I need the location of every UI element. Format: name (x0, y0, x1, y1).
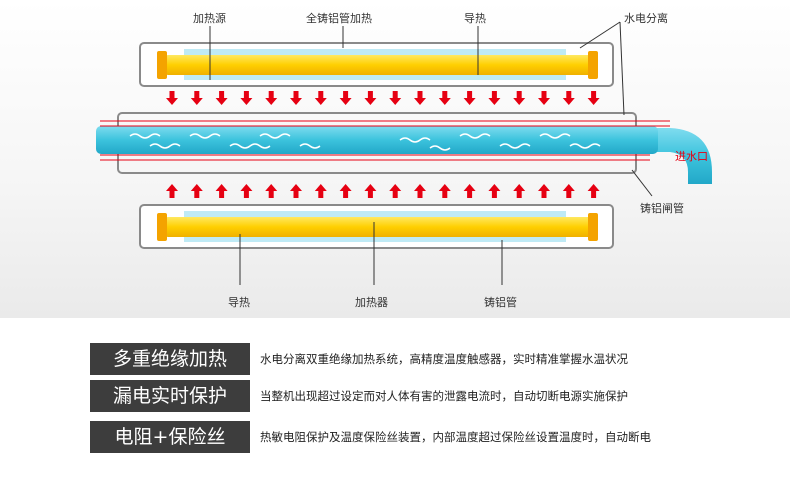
heat-arrow-down (488, 91, 501, 105)
heat-arrow-up (538, 184, 550, 198)
feature-desc: 当整机出现超过设定而对人体有害的泄露电流时，自动切断电源实施保护 (260, 389, 628, 403)
heat-arrow-down (290, 91, 302, 105)
bottom-heater-end-right (588, 213, 598, 241)
heat-arrow-up (513, 184, 526, 198)
feature-desc: 水电分离双重绝缘加热系统，高精度温度触感器，实时精准掌握水温状况 (260, 352, 628, 366)
heat-arrow-down (438, 91, 451, 105)
heat-arrow-up (166, 184, 178, 198)
heat-arrow-down (587, 91, 600, 105)
water-tube (96, 126, 658, 154)
heat-arrow-down (166, 91, 178, 105)
heat-arrow-down (414, 91, 426, 105)
feature-title: 电阻+保险丝 (90, 421, 250, 453)
heat-arrow-up (364, 184, 377, 198)
heat-arrow-down (314, 91, 327, 105)
water-waves (129, 133, 601, 151)
features-section: 多重绝缘加热 水电分离双重绝缘加热系统，高精度温度触感器，实时精准掌握水温状况 … (0, 318, 790, 487)
heat-arrow-up (587, 184, 600, 198)
heat-arrow-down (463, 91, 476, 105)
heat-arrow-down (240, 91, 253, 105)
diagram-area: 加热源 全铸铝管加热 导热 水电分离 进水口 铸铝闸管 导热 加热器 铸铝管 (0, 0, 790, 318)
bottom-heater-rod (165, 217, 591, 237)
heat-arrow-up (215, 184, 228, 198)
feature-row: 电阻+保险丝 热敏电阻保护及温度保险丝装置，内部温度超过保险丝设置温度时，自动断… (90, 421, 710, 453)
heat-arrow-down (513, 91, 526, 105)
heat-arrow-up (389, 184, 402, 198)
label-heat-source: 加热源 (193, 12, 226, 25)
heat-arrow-down (562, 91, 575, 105)
heat-arrow-down (339, 91, 352, 105)
heat-arrow-down (215, 91, 228, 105)
heat-arrows-up (166, 184, 600, 198)
heat-arrow-up (463, 184, 476, 198)
label-water-inlet: 进水口 (675, 150, 708, 163)
label-heat-conduction-bottom: 导热 (228, 296, 250, 309)
heat-arrow-up (265, 184, 278, 198)
heat-arrow-down (364, 91, 377, 105)
label-cast-aluminum-tube-right: 铸铝闸管 (640, 202, 684, 215)
top-heater-end-right (588, 51, 598, 79)
heat-arrow-down (190, 91, 203, 105)
feature-title: 多重绝缘加热 (90, 343, 250, 375)
heat-arrow-down (538, 91, 550, 105)
heat-arrow-up (290, 184, 302, 198)
heat-arrow-up (314, 184, 327, 198)
top-heater-rod (165, 55, 591, 75)
heat-arrow-up (562, 184, 575, 198)
heat-arrow-up (339, 184, 352, 198)
heat-arrows-down (166, 91, 600, 105)
feature-row: 多重绝缘加热 水电分离双重绝缘加热系统，高精度温度触感器，实时精准掌握水温状况 (90, 343, 710, 375)
heat-arrow-down (389, 91, 402, 105)
label-water-electric-separation: 水电分离 (624, 12, 668, 25)
feature-title: 漏电实时保护 (90, 380, 250, 412)
heat-arrow-up (240, 184, 253, 198)
heat-arrow-up (488, 184, 501, 198)
label-heater: 加热器 (355, 296, 388, 309)
label-cast-aluminum-heating: 全铸铝管加热 (306, 12, 372, 25)
heating-diagram (96, 21, 712, 285)
feature-row: 漏电实时保护 当整机出现超过设定而对人体有害的泄露电流时，自动切断电源实施保护 (90, 380, 710, 412)
heat-arrow-up (414, 184, 426, 198)
heat-arrow-up (438, 184, 451, 198)
top-heater-end-left (157, 51, 167, 79)
label-heat-conduction-top: 导热 (464, 12, 486, 25)
heat-arrow-down (265, 91, 278, 105)
heat-arrow-up (190, 184, 203, 198)
leader-lines (209, 21, 653, 285)
label-cast-aluminum-tube-bottom: 铸铝管 (484, 296, 517, 309)
feature-desc: 热敏电阻保护及温度保险丝装置，内部温度超过保险丝设置温度时，自动断电 (260, 430, 651, 444)
bottom-heater-end-left (157, 213, 167, 241)
